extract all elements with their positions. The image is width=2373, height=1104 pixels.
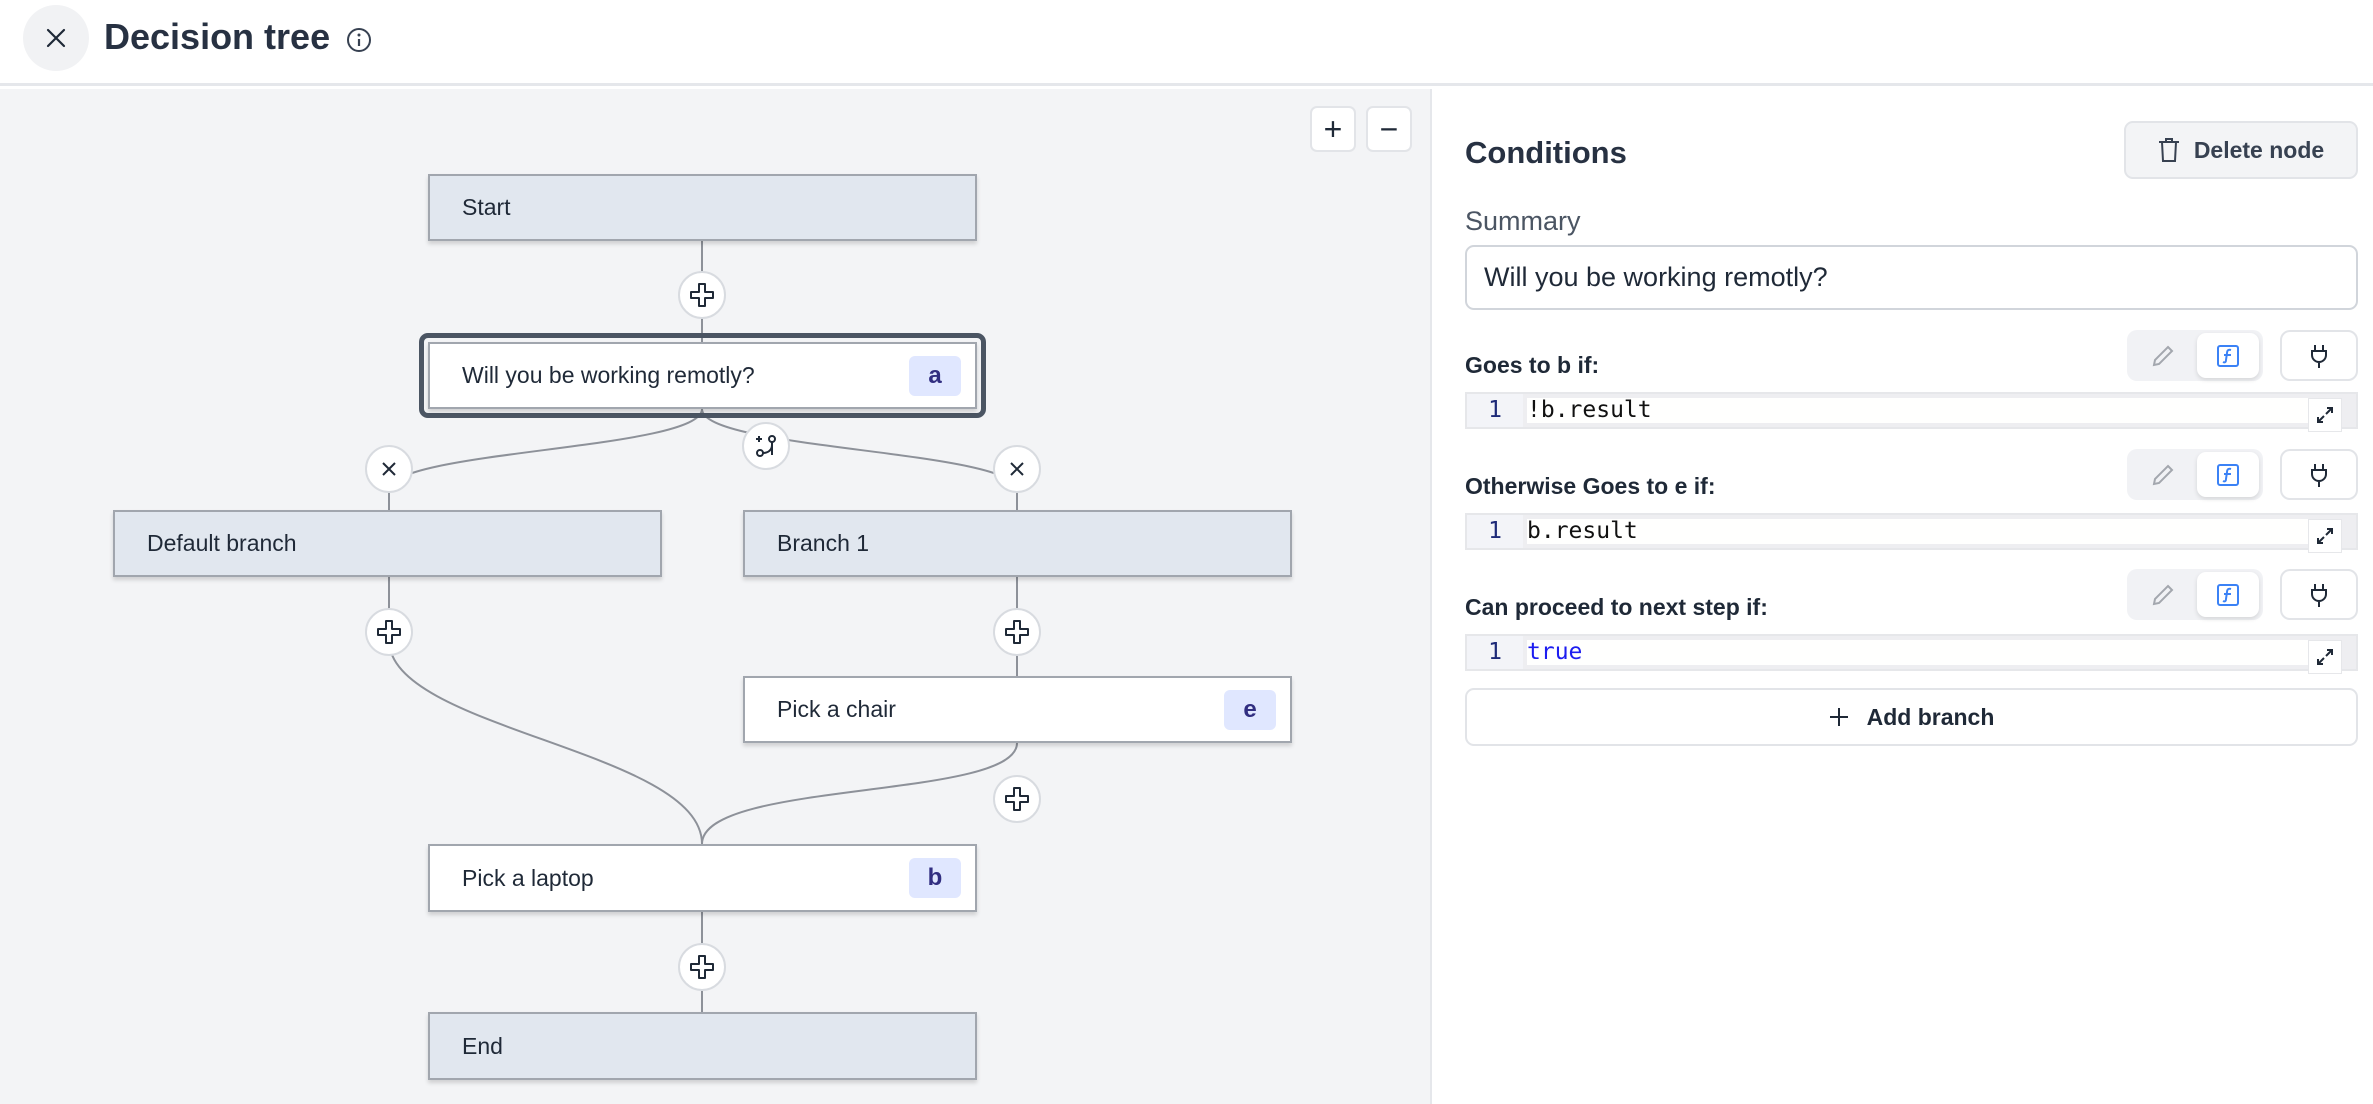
plug-icon (2311, 463, 2327, 487)
header: Decision tree (0, 0, 2373, 86)
mode-toggle (2127, 449, 2263, 500)
node-pick-laptop[interactable]: Pick a laptop b (428, 844, 977, 912)
delete-node-label: Delete node (2193, 136, 2325, 163)
close-icon (1010, 462, 1024, 476)
pencil-icon (2152, 464, 2174, 486)
expand-icon (2317, 407, 2333, 423)
remove-branch-button[interactable] (365, 445, 413, 493)
pencil-icon (2152, 584, 2174, 606)
code-text[interactable]: !b.result (1527, 398, 2340, 423)
line-number: 1 (1467, 394, 1523, 427)
mode-toggle (2127, 569, 2263, 620)
add-branch-node-button[interactable] (742, 422, 790, 470)
close-button[interactable] (23, 5, 89, 71)
condition-label: Otherwise Goes to e if: (1465, 473, 1716, 499)
node-label: Pick a chair (777, 696, 896, 722)
node-label: Default branch (147, 530, 297, 556)
zoom-out-button[interactable]: − (1366, 106, 1412, 152)
page-title: Decision tree (104, 16, 331, 57)
formula-mode-button[interactable] (2197, 333, 2259, 378)
add-step-button[interactable] (993, 608, 1041, 656)
connect-button[interactable] (2280, 569, 2358, 620)
connect-button[interactable] (2280, 449, 2358, 500)
plus-icon (1005, 620, 1029, 644)
condition-label: Goes to b if: (1465, 352, 1600, 378)
plus-icon (377, 620, 401, 644)
node-label: End (462, 1032, 503, 1059)
formula-mode-button[interactable] (2197, 572, 2259, 617)
add-step-button[interactable] (993, 775, 1041, 823)
pencil-icon (2152, 345, 2174, 367)
node-label: Branch 1 (777, 530, 870, 556)
node-label: Will you be working remotly? (462, 362, 755, 388)
edge-default-laptop (388, 577, 703, 845)
remove-branch-button[interactable] (993, 445, 1041, 493)
add-step-button[interactable] (678, 943, 726, 991)
panel-title: Conditions (1465, 135, 1627, 170)
plug-icon (2311, 583, 2327, 607)
expand-editor-button[interactable] (2308, 640, 2342, 674)
formula-mode-button[interactable] (2197, 452, 2259, 497)
mode-toggle (2127, 330, 2263, 381)
delete-node-button[interactable]: Delete node (2124, 121, 2358, 179)
expand-editor-button[interactable] (2308, 519, 2342, 553)
trash-icon (2158, 138, 2179, 162)
info-icon[interactable] (346, 27, 372, 53)
add-branch-label: Add branch (1866, 703, 1995, 730)
plus-icon (1829, 708, 1848, 726)
line-number: 1 (1467, 515, 1523, 548)
node-label: Pick a laptop (462, 864, 594, 891)
add-branch-button[interactable]: Add branch (1465, 688, 2358, 746)
text-mode-button[interactable] (2135, 455, 2191, 495)
node-badge: a (909, 355, 961, 396)
flow-canvas[interactable]: + − (0, 89, 1432, 1104)
node-badge: e (1224, 689, 1276, 730)
plus-icon: + (1323, 110, 1343, 147)
expand-editor-button[interactable] (2308, 398, 2342, 432)
node-question[interactable]: Will you be working remotly? a (428, 342, 977, 409)
close-icon (382, 462, 396, 476)
minus-icon: − (1379, 110, 1399, 147)
node-pick-chair[interactable]: Pick a chair e (743, 676, 1292, 743)
plus-icon (690, 955, 714, 979)
connect-button[interactable] (2280, 330, 2358, 381)
text-mode-button[interactable] (2135, 336, 2191, 376)
line-number: 1 (1467, 636, 1523, 669)
code-editor[interactable]: 1 b.result (1465, 513, 2358, 553)
text-mode-button[interactable] (2135, 575, 2191, 615)
git-branch-plus-icon (756, 435, 776, 457)
selected-outline (419, 333, 986, 418)
function-icon (2217, 463, 2239, 486)
summary-input[interactable]: Will you be working remotly? (1465, 245, 2358, 310)
plus-icon (690, 283, 714, 307)
function-icon (2217, 344, 2239, 367)
node-branch-1[interactable]: Branch 1 (743, 510, 1292, 577)
edge-chair-laptop (701, 742, 1018, 845)
code-text[interactable]: true (1527, 640, 2340, 665)
edge-question-default (388, 408, 703, 510)
node-default-branch[interactable]: Default branch (113, 510, 662, 577)
node-start[interactable]: Start (428, 174, 977, 241)
code-text[interactable]: b.result (1527, 519, 2340, 544)
node-badge: b (909, 858, 961, 898)
add-step-button[interactable] (678, 271, 726, 319)
plug-icon (2311, 344, 2327, 368)
plus-icon (1005, 787, 1029, 811)
function-icon (2217, 583, 2239, 606)
conditions-panel: Conditions Delete node Summary Will you … (1434, 89, 2373, 1104)
code-editor[interactable]: 1 true (1465, 634, 2358, 674)
expand-icon (2317, 649, 2333, 665)
node-label: Start (462, 194, 511, 220)
expand-icon (2317, 528, 2333, 544)
node-end[interactable]: End (428, 1012, 977, 1080)
condition-label: Can proceed to next step if: (1465, 594, 1768, 620)
summary-label: Summary (1465, 206, 1581, 236)
add-step-button[interactable] (365, 608, 413, 656)
code-editor[interactable]: 1 !b.result (1465, 392, 2358, 432)
close-icon (46, 28, 66, 48)
zoom-in-button[interactable]: + (1310, 106, 1356, 152)
